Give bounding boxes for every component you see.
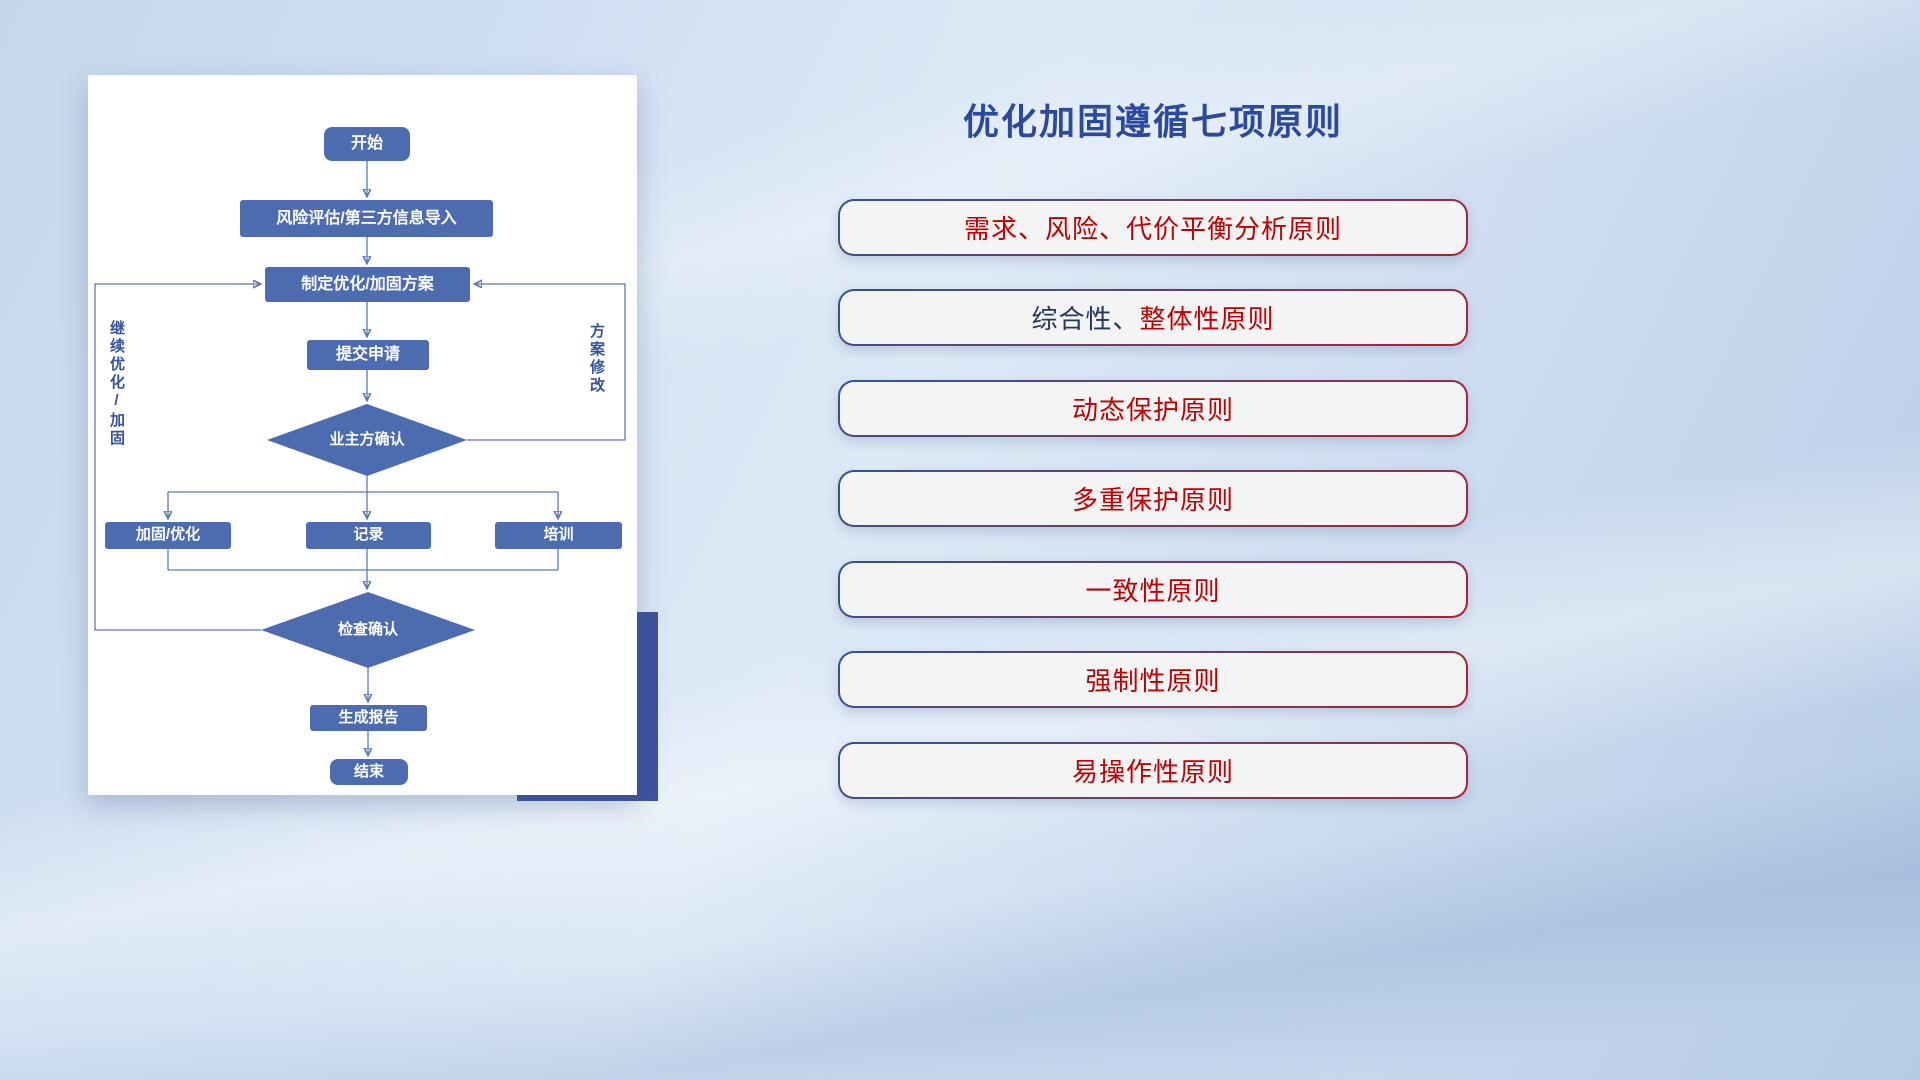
principle-box-inner: 一致性原则 (840, 563, 1466, 616)
principle-box-5: 一致性原则 (838, 561, 1468, 618)
principle-box-1: 需求、风险、代价平衡分析原则 (838, 199, 1468, 256)
principle-text-5: 一致性原则 (1085, 576, 1221, 606)
flow-node-make-plan: 制定优化/加固方案 (265, 267, 470, 302)
flow-node-report: 生成报告 (310, 705, 427, 731)
principle-text-3: 动态保护原则 (1071, 395, 1234, 425)
principle-text-4: 多重保护原则 (1071, 485, 1234, 515)
principle-box-3: 动态保护原则 (838, 380, 1468, 437)
principle-text-1: 需求、风险、代价平衡分析原则 (963, 214, 1342, 244)
principle-box-inner: 动态保护原则 (840, 382, 1466, 435)
flow-node-training: 培训 (495, 522, 622, 549)
principle-text-2: 综合性、整体性原则 (1031, 304, 1275, 334)
principle-box-4: 多重保护原则 (838, 470, 1468, 527)
principles-title: 优化加固遵循七项原则 (962, 101, 1343, 142)
principle-box-2: 综合性、整体性原则 (838, 289, 1468, 346)
flow-node-risk-import: 风险评估/第三方信息导入 (240, 200, 493, 237)
flow-node-submit: 提交申请 (307, 340, 429, 370)
flow-node-record: 记录 (306, 522, 431, 549)
loop-label-continue-optimize: 继续优化/加固 (108, 320, 125, 448)
principle-box-7: 易操作性原则 (838, 742, 1468, 799)
loop-label-plan-modify: 方案修改 (588, 323, 605, 395)
principle-box-inner: 需求、风险、代价平衡分析原则 (840, 201, 1466, 254)
principle-box-6: 强制性原则 (838, 651, 1468, 708)
flow-node-start: 开始 (324, 127, 410, 161)
principle-box-inner: 易操作性原则 (840, 744, 1466, 797)
flow-node-reinforce: 加固/优化 (105, 522, 231, 549)
flowchart-connectors (94, 161, 626, 795)
principle-text-6: 强制性原则 (1085, 666, 1221, 696)
principle-text-7: 易操作性原则 (1071, 757, 1234, 787)
principle-box-inner: 综合性、整体性原则 (840, 291, 1466, 344)
principle-box-inner: 强制性原则 (840, 653, 1466, 706)
flowchart-card: 开始 风险评估/第三方信息导入 制定优化/加固方案 提交申请 业主方确认 加固/… (88, 75, 637, 795)
principle-box-inner: 多重保护原则 (840, 472, 1466, 525)
flow-node-end: 结束 (330, 759, 408, 785)
